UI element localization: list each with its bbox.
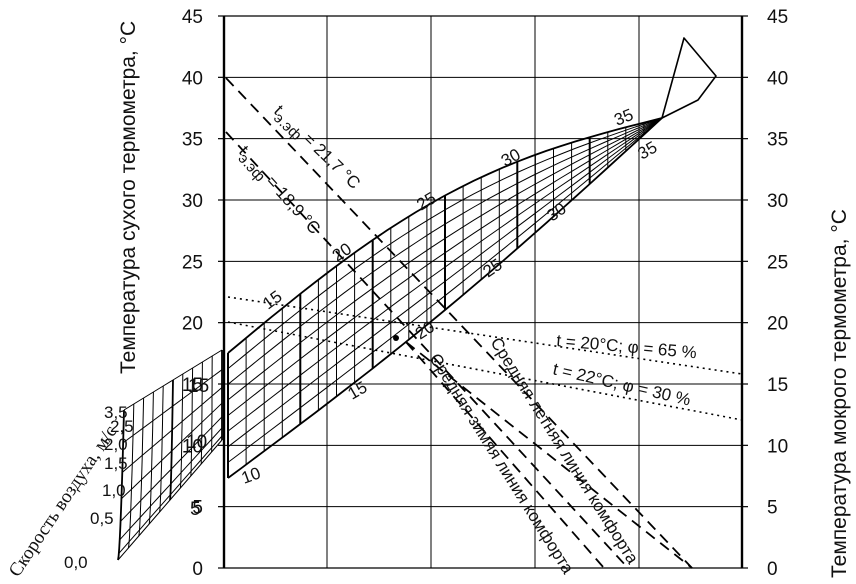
- y-right-tick-label-0: 0: [767, 559, 778, 580]
- y-right-tick-label-2: 10: [767, 436, 788, 457]
- y-right-tick-label-9: 45: [767, 7, 788, 28]
- net-long-line-5: [227, 117, 663, 432]
- net-lower-scale-label-5: 35: [635, 138, 661, 164]
- y-left-tick-label-7: 35: [182, 130, 203, 151]
- speed-cross-line-1: [127, 403, 135, 549]
- speed-cross-line-2: [138, 397, 145, 537]
- air-speed-value-5: 2,5: [110, 417, 134, 436]
- y-right-tick-label-4: 20: [767, 314, 788, 335]
- y-right-tick-label-1: 5: [767, 498, 778, 519]
- net-apex-loop: [661, 37, 717, 119]
- winter-comfort-line: [405, 341, 605, 569]
- air-speed-inner-tick-2: 5: [190, 499, 201, 520]
- y-right-tick-label-8: 40: [767, 68, 788, 89]
- speed-long-line-0: [123, 349, 223, 411]
- air-speed-value-0: 0,0: [64, 553, 88, 572]
- y-left-tick-label-1: 5: [192, 498, 203, 519]
- air-speed-inner-tick-1: 10: [186, 432, 207, 453]
- speed-long-line-2: [121, 387, 223, 473]
- speed-long-line-3: [121, 402, 223, 500]
- y-left-tick-label-0: 0: [192, 559, 203, 580]
- summer-comfort-line: [405, 341, 693, 569]
- speed-long-line-5: [119, 427, 223, 541]
- effective-temp-line-18-9: [225, 131, 629, 569]
- net-long-line-4: [227, 117, 663, 416]
- speed-long-line-6: [118, 435, 223, 554]
- net-upper-scale-label-3: 30: [498, 145, 524, 171]
- net-long-line-6: [227, 117, 663, 448]
- y-left-tick-label-9: 45: [182, 7, 203, 28]
- effective-temp-label-2: tэ.эф= 18,9 °C: [231, 142, 324, 241]
- y-right-tick-label-7: 35: [767, 130, 788, 151]
- comfort-lines: [225, 77, 743, 569]
- speed-cross-line-4: [159, 385, 164, 513]
- net-lower-scale-label-2: 20: [412, 317, 438, 343]
- speed-long-line-1: [122, 369, 223, 444]
- eff-2-value: = 18,9 °C: [262, 172, 324, 238]
- net-long-line-3: [227, 117, 663, 401]
- net-long-line-8: [227, 117, 663, 479]
- air-speed-scale: 0,0 0,5 1,0 1,52,02,53,5 15 10 5: [64, 349, 223, 572]
- speed-cross-line-5: [169, 379, 174, 501]
- y-left-tick-label-6: 30: [182, 191, 203, 212]
- net-long-line-2: [227, 117, 663, 385]
- y-left-tick-label-5: 25: [182, 252, 203, 273]
- y-right-tick-label-6: 30: [767, 191, 788, 212]
- speed-long-line-4: [120, 416, 223, 522]
- speed-cross-line-3: [148, 391, 154, 525]
- air-speed-inner-tick-0: 15: [188, 376, 209, 397]
- condition-20c-label: t = 20°C; φ = 65 %: [556, 331, 698, 362]
- condition-20c-line: [227, 296, 743, 375]
- chart-grid: [224, 16, 742, 568]
- comfort-point-marker: [393, 335, 399, 341]
- speed-cross-line-6: [179, 373, 184, 489]
- net-lower-scale-label-1: 15: [345, 378, 371, 404]
- speed-cross-line-0: [117, 409, 125, 561]
- air-speed-value-2: 1,0: [102, 481, 126, 500]
- speed-long-line-7: [117, 439, 223, 561]
- air-speed-value-4: 2,0: [104, 435, 128, 454]
- net-long-line-7: [227, 117, 663, 463]
- speed-cross-line-7: [190, 367, 194, 477]
- y-left-tick-label-8: 40: [182, 68, 203, 89]
- net-long-line-1: [227, 117, 663, 369]
- y-right-tick-label-3: 15: [767, 375, 788, 396]
- air-speed-value-1: 0,5: [90, 509, 114, 528]
- air-speed-value-6: 3,5: [104, 403, 128, 422]
- air-speed-value-3: 1,5: [104, 454, 128, 473]
- y-left-tick-label-4: 20: [182, 314, 203, 335]
- y-right-tick-label-5: 25: [767, 252, 788, 273]
- y-axis-left-label: Температура сухого термометра, °C: [117, 21, 140, 374]
- y-axis-right-label: Температура мокрого термометра, °C: [828, 209, 851, 578]
- temperature-net: [227, 37, 717, 479]
- effective-temp-line-21-7: [225, 77, 693, 569]
- speed-cross-line-8: [200, 361, 203, 465]
- net-long-line-0: [227, 117, 663, 354]
- speed-cross-line-9: [211, 355, 213, 453]
